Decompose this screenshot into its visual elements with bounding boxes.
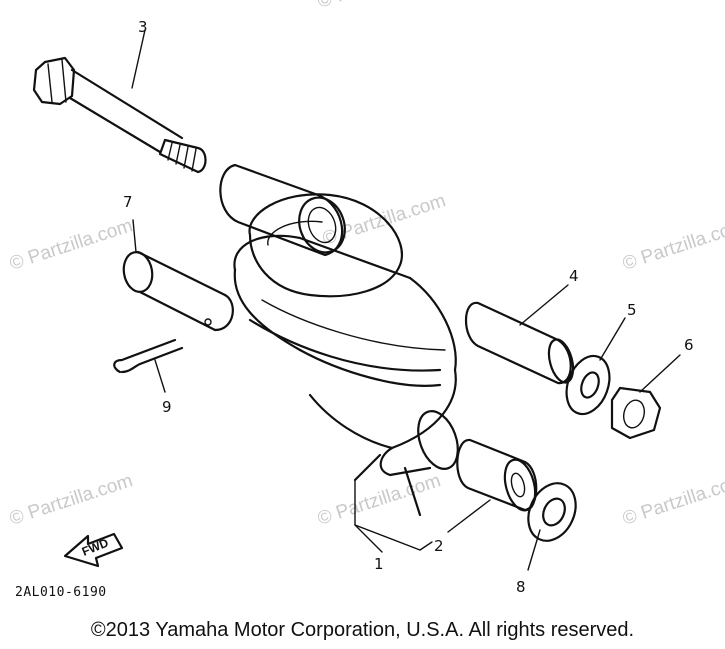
callout-5: 5 xyxy=(627,301,637,319)
watermark: © Partzilla.com xyxy=(315,470,443,530)
fwd-arrow: FWD xyxy=(63,532,124,568)
part-6-nut xyxy=(610,354,681,440)
watermarks: © Partzilla.com © Partzilla.com © Partzi… xyxy=(7,0,725,530)
callout-7: 7 xyxy=(123,193,133,211)
callout-3: 3 xyxy=(138,18,148,36)
callout-6: 6 xyxy=(684,336,694,354)
copyright-notice: ©2013 Yamaha Motor Corporation, U.S.A. A… xyxy=(90,619,635,641)
watermark: © Partzilla.com xyxy=(620,215,725,275)
part-3-bolt xyxy=(32,29,207,174)
part-4-bushing xyxy=(465,284,575,385)
callout-8: 8 xyxy=(516,578,526,596)
callout-1: 1 xyxy=(374,555,384,573)
callout-9: 9 xyxy=(162,398,172,416)
watermark: © Partzilla.com xyxy=(7,215,135,275)
parts-diagram: © Partzilla.com © Partzilla.com © Partzi… xyxy=(7,0,725,600)
callout-4: 4 xyxy=(569,267,579,285)
watermark: © Partzilla.com xyxy=(7,470,135,530)
callout-2: 2 xyxy=(434,537,444,555)
part-1-shock-absorber xyxy=(219,163,459,553)
callouts: 3 7 9 4 5 6 2 1 8 xyxy=(123,18,694,596)
part-8-washer xyxy=(527,482,577,571)
part-code: 2AL010-6190 xyxy=(15,585,107,600)
watermark: © Partzilla.com xyxy=(620,470,725,530)
part-9-cotter-pin xyxy=(113,338,184,393)
part-7-pin xyxy=(122,219,234,332)
part-2-bushing xyxy=(447,438,538,533)
watermark: © Partzilla.com xyxy=(315,0,443,13)
part-5-washer xyxy=(565,317,626,416)
